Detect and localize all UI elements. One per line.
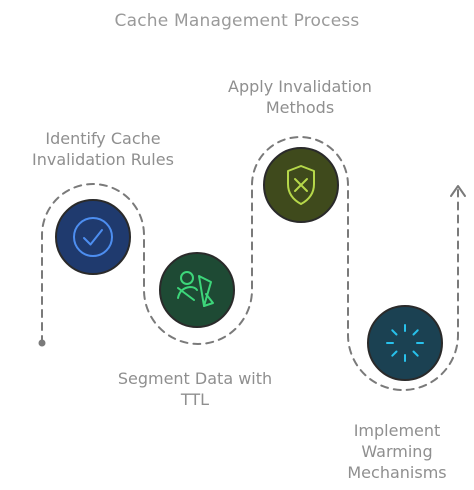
- shield-x-icon: [287, 165, 315, 205]
- label-line: Warming: [361, 442, 433, 461]
- label-line: TTL: [180, 390, 210, 409]
- step-segment-node: [159, 252, 235, 328]
- step-warm-node: [367, 305, 443, 381]
- label-line: Segment Data with: [117, 369, 273, 388]
- label-line: Methods: [265, 98, 335, 117]
- flow-start-dot: [38, 339, 46, 347]
- label-line: Apply Invalidation: [228, 77, 372, 96]
- flow-path: [41, 136, 459, 391]
- step-identify-node: [55, 199, 131, 275]
- diagram-title: Cache Management Process: [114, 11, 360, 31]
- step-apply-node: [263, 147, 339, 223]
- step-segment-label: Segment Data with TTL: [100, 368, 290, 410]
- label-line: Mechanisms: [347, 463, 447, 482]
- label-line: Invalidation Rules: [32, 150, 174, 169]
- segment-shapes-icon: [177, 271, 214, 307]
- step-identify-label: Identify Cache Invalidation Rules: [8, 128, 198, 170]
- step-apply-label: Apply Invalidation Methods: [205, 76, 395, 118]
- label-line: Identify Cache: [45, 129, 161, 148]
- loading-spinner-icon: [386, 324, 424, 362]
- check-circle-icon: [73, 217, 113, 257]
- step-warm-label: Implement Warming Mechanisms: [322, 420, 472, 483]
- flow-end-arrow: [450, 185, 466, 197]
- label-line: Implement: [353, 421, 441, 440]
